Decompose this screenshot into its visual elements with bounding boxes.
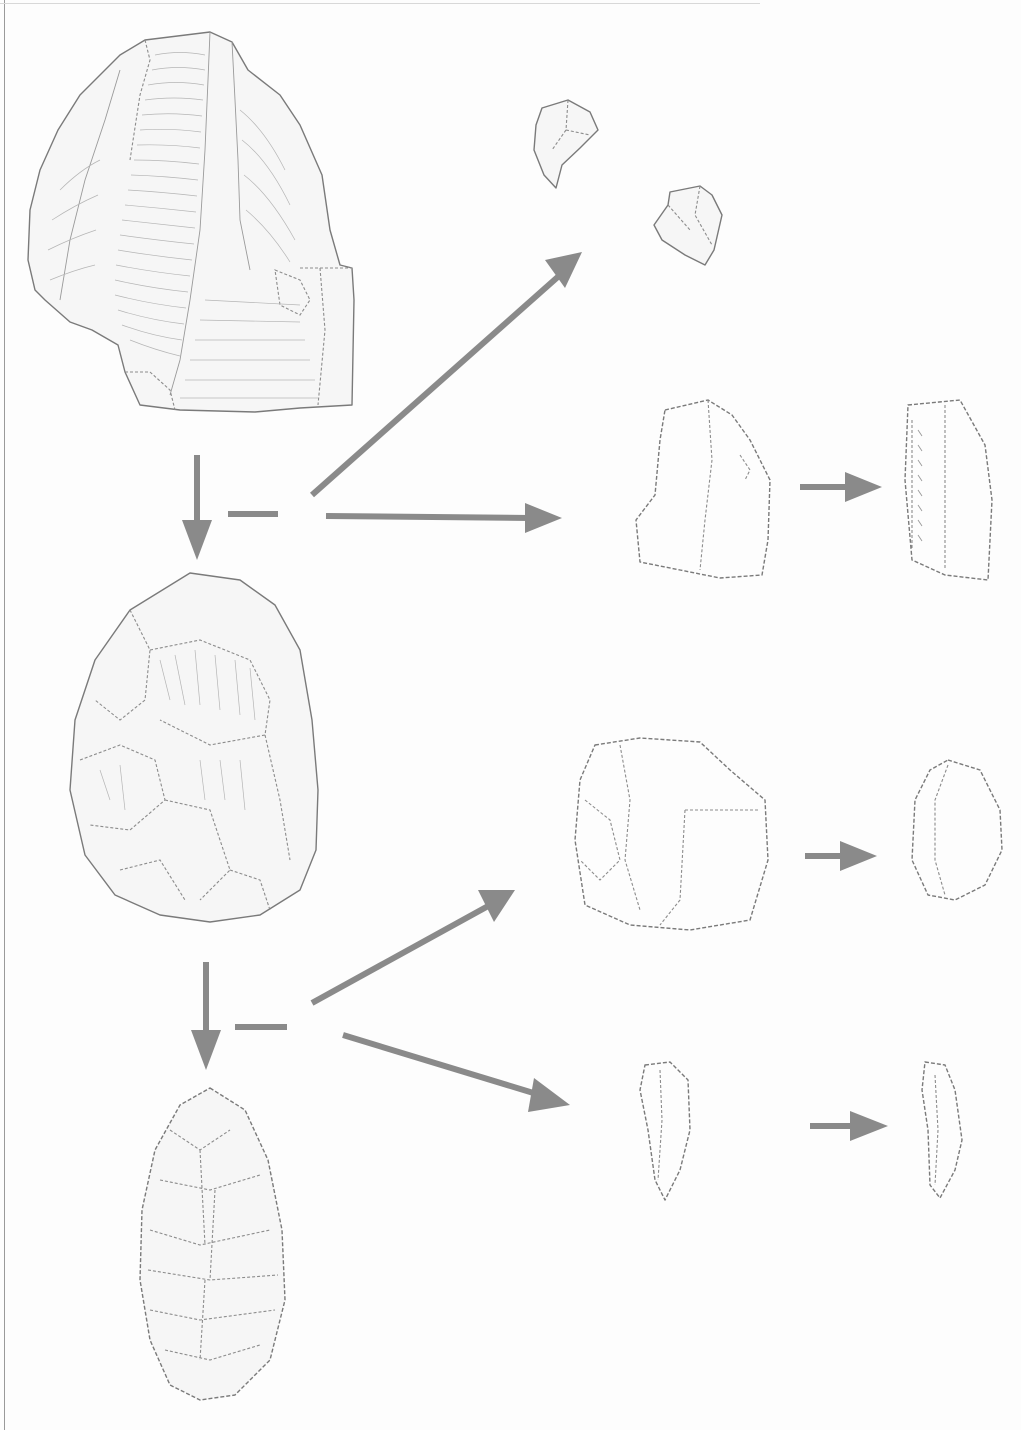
arrow-blank-to-tool <box>800 472 882 502</box>
biface-roughout <box>70 573 318 922</box>
arrow-core-to-roughout <box>182 455 212 560</box>
arrow-to-thinning-flake <box>312 890 515 1003</box>
arrow-thin-flake-to-retouched <box>810 1111 888 1141</box>
thin-flake <box>640 1062 690 1200</box>
flake-blank <box>636 400 770 578</box>
arrow-to-thin-flake <box>343 1035 570 1112</box>
flake-small-1 <box>534 100 598 188</box>
thin-flake-retouched <box>922 1062 962 1198</box>
stone-core <box>28 32 354 412</box>
flake-small-2 <box>654 186 722 265</box>
endscraper <box>912 760 1002 900</box>
biface-finished <box>140 1088 285 1400</box>
thinning-flake <box>575 738 768 930</box>
arrow-flake-to-endscraper <box>805 841 877 871</box>
arrow-to-flake-blank <box>326 503 562 533</box>
retouched-tool <box>905 400 992 580</box>
arrow-roughout-to-finished <box>191 962 221 1070</box>
